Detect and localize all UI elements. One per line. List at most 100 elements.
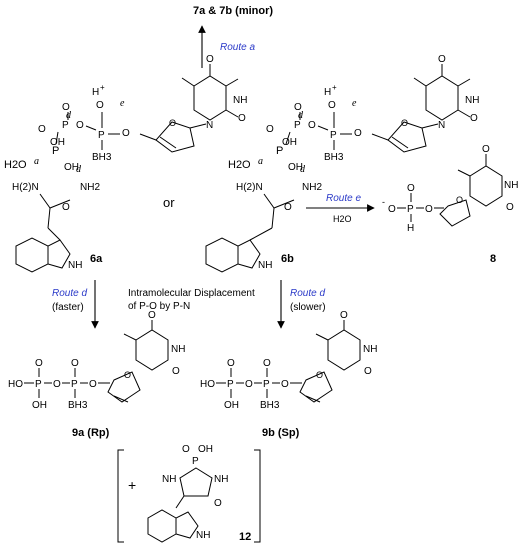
indole-ring-6b: NH	[205, 227, 272, 273]
svg-text:O: O	[340, 310, 348, 321]
svg-text:H2O: H2O	[228, 159, 251, 171]
svg-text:O: O	[407, 183, 415, 194]
compound-12-label: 12	[239, 531, 251, 543]
compound-6a-label: 6a	[90, 253, 103, 265]
svg-text:a: a	[34, 156, 39, 167]
thymine-ring-6a: O NH O N	[181, 54, 247, 131]
svg-text:N: N	[438, 120, 445, 131]
svg-text:P: P	[192, 456, 199, 467]
svg-text:O: O	[456, 195, 463, 205]
svg-text:O: O	[266, 124, 274, 135]
svg-text:P: P	[407, 204, 414, 215]
svg-text:O: O	[308, 120, 316, 131]
svg-text:d: d	[76, 164, 82, 175]
svg-text:P: P	[62, 120, 69, 131]
svg-text:NH: NH	[233, 95, 247, 106]
bracket-right	[254, 449, 261, 543]
svg-text:HO: HO	[200, 379, 215, 390]
faster-label: (faster)	[52, 302, 84, 313]
svg-text:H(2)N: H(2)N	[236, 182, 263, 193]
svg-text:e: e	[352, 98, 357, 109]
svg-text:O: O	[401, 118, 408, 128]
svg-text:O: O	[388, 204, 396, 215]
products-7a-7b-label: 7a & 7b (minor)	[193, 5, 273, 17]
svg-text:O: O	[245, 379, 253, 390]
svg-text:NH: NH	[214, 474, 228, 485]
svg-text:O: O	[284, 202, 292, 213]
svg-text:O: O	[425, 204, 433, 215]
compound-12-structure: O OH P NH NH O NH	[147, 444, 228, 543]
svg-text:H: H	[324, 87, 331, 98]
svg-text:d: d	[298, 110, 304, 121]
svg-text:NH: NH	[504, 180, 518, 191]
compound-9b-structure: HO P O OH O P O BH3 O O O NH O	[200, 310, 377, 411]
svg-text:d: d	[300, 164, 306, 175]
svg-text:O: O	[62, 102, 70, 113]
svg-text:O: O	[182, 444, 190, 455]
svg-text:BH3: BH3	[68, 400, 88, 411]
svg-text:N: N	[206, 120, 213, 131]
svg-text:O: O	[294, 102, 302, 113]
compound-9b-label: 9b (Sp)	[262, 427, 300, 439]
svg-text:O: O	[438, 54, 446, 65]
route-a-label: Route a	[220, 42, 255, 53]
svg-text:O: O	[53, 379, 61, 390]
svg-text:OH: OH	[288, 162, 303, 173]
compound-8-label: 8	[490, 253, 496, 265]
svg-text:BH3: BH3	[92, 152, 112, 163]
svg-text:O: O	[238, 113, 246, 124]
svg-text:O: O	[76, 120, 84, 131]
svg-text:O: O	[148, 310, 156, 321]
svg-text:O: O	[354, 128, 362, 139]
or-text: or	[163, 195, 175, 210]
svg-text:OH: OH	[224, 400, 239, 411]
svg-text:a: a	[258, 156, 263, 167]
svg-text:+: +	[332, 83, 337, 92]
svg-text:d: d	[66, 110, 72, 121]
svg-text:P: P	[276, 145, 283, 157]
svg-text:NH: NH	[363, 344, 377, 355]
route-e-water: H2O	[333, 214, 352, 224]
svg-text:O: O	[364, 366, 372, 377]
svg-text:O: O	[482, 144, 490, 155]
svg-text:-: -	[382, 197, 385, 207]
svg-text:H2O: H2O	[4, 159, 27, 171]
indole-ring-6a: NH	[15, 227, 82, 273]
compound-8-structure: - O P O H O O O NH O	[382, 144, 518, 234]
svg-text:O: O	[470, 113, 478, 124]
svg-text:O: O	[122, 128, 130, 139]
sugar-ring-6a: O	[139, 118, 207, 153]
svg-text:O: O	[35, 358, 43, 369]
svg-text:e: e	[120, 98, 125, 109]
thymine-ring-6b: O NH O N	[413, 54, 479, 131]
route-d-left-label: Route d	[52, 288, 87, 299]
mechanism-text-line1: Intramolecular Displacement	[128, 288, 255, 299]
svg-text:H(2)N: H(2)N	[12, 182, 39, 193]
svg-text:O: O	[172, 366, 180, 377]
svg-text:NH: NH	[68, 260, 82, 271]
svg-text:OH: OH	[32, 400, 47, 411]
svg-text:O: O	[263, 358, 271, 369]
svg-text:O: O	[38, 124, 46, 135]
svg-text:P: P	[294, 120, 301, 131]
sugar-ring-6b: O	[371, 118, 439, 153]
svg-text:HO: HO	[8, 379, 23, 390]
svg-text:O: O	[62, 202, 70, 213]
svg-text:O: O	[96, 100, 104, 111]
svg-text:O: O	[281, 379, 289, 390]
route-e-label: Route e	[326, 193, 361, 204]
svg-text:O: O	[71, 358, 79, 369]
svg-text:NH: NH	[196, 530, 210, 541]
svg-text:OH: OH	[282, 137, 297, 148]
plus-sign: +	[128, 477, 136, 493]
svg-text:O: O	[316, 370, 323, 380]
svg-text:O: O	[169, 118, 176, 128]
svg-text:P: P	[98, 130, 105, 141]
svg-text:OH: OH	[198, 444, 213, 455]
svg-text:NH2: NH2	[302, 182, 322, 193]
route-d-right-label: Route d	[290, 288, 325, 299]
svg-text:BH3: BH3	[324, 152, 344, 163]
svg-text:BH3: BH3	[260, 400, 280, 411]
svg-text:NH: NH	[258, 260, 272, 271]
mechanism-text-line2: of P-O by P-N	[128, 301, 190, 312]
